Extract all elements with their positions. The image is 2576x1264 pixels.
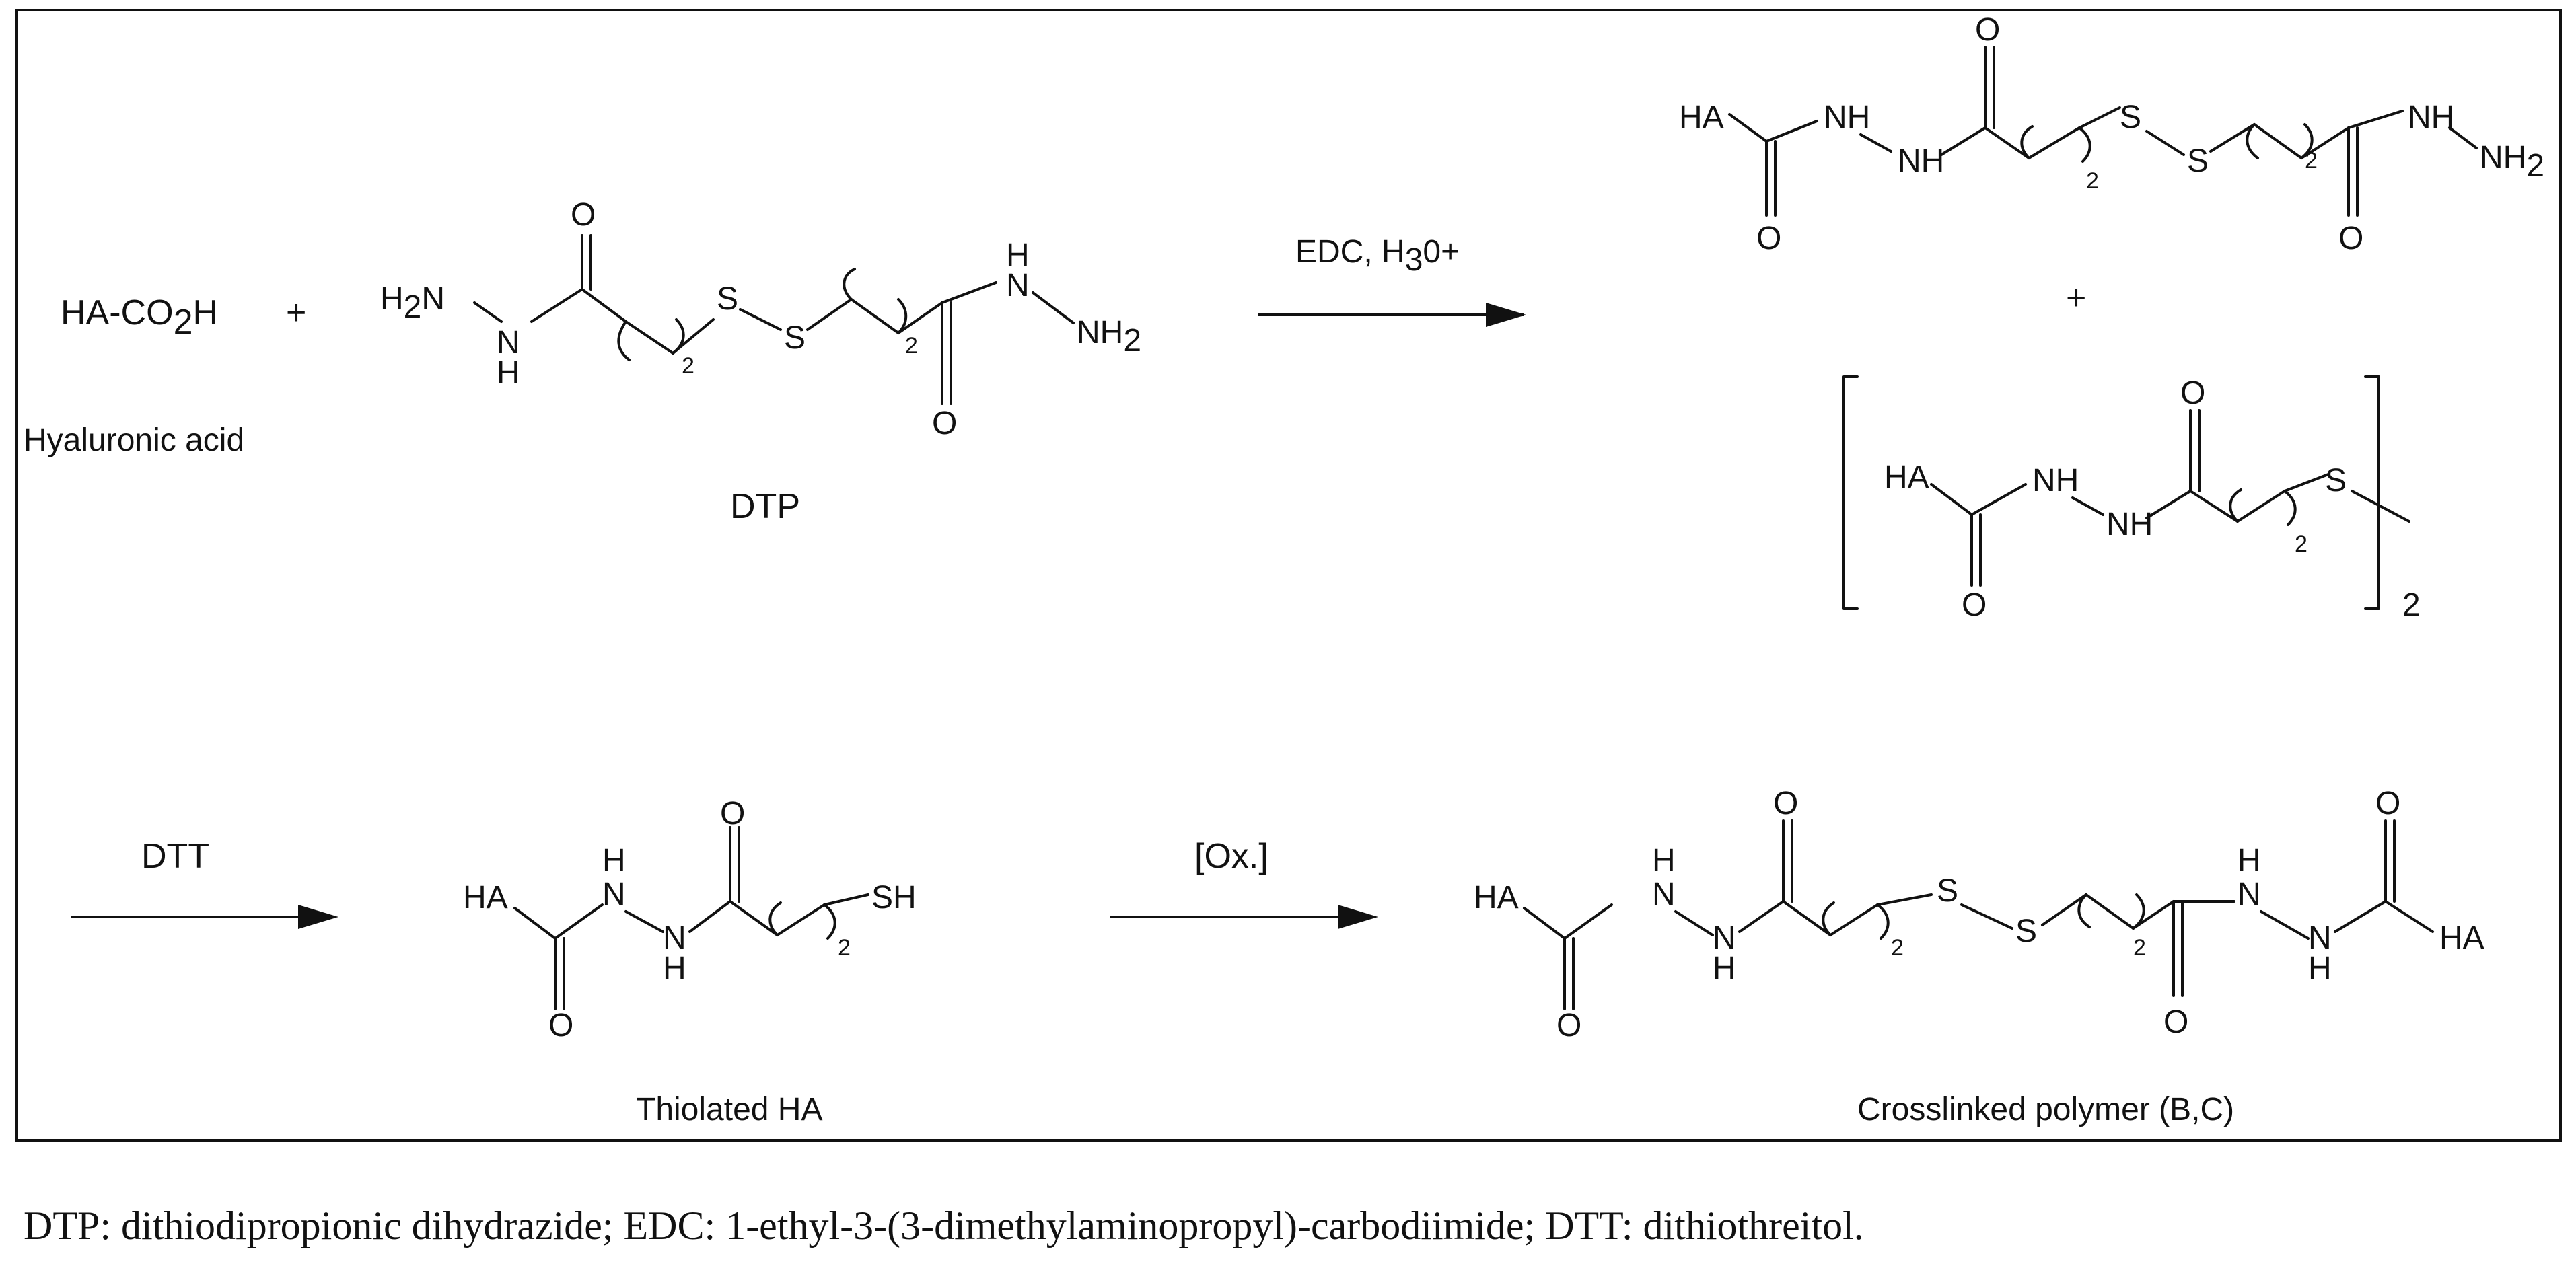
svg-text:N: N: [497, 325, 520, 361]
bracket-multiplier: 2: [2402, 587, 2421, 623]
svg-text:2: 2: [905, 333, 918, 359]
bracketed-hydrazide-product: HA O NH NH O 2 S 2: [1842, 375, 2421, 623]
svg-text:NH2: NH2: [1077, 315, 1141, 359]
svg-text:H: H: [497, 355, 520, 391]
svg-text:S: S: [2325, 463, 2347, 498]
dtp-label: DTP: [730, 487, 800, 526]
svg-text:O: O: [2180, 375, 2205, 411]
hyaluronic-acid-label: Hyaluronic acid: [24, 422, 244, 458]
svg-text:N: N: [1652, 877, 1676, 912]
svg-text:NH: NH: [2032, 463, 2079, 498]
svg-text:H: H: [1713, 951, 1736, 986]
svg-text:HA: HA: [1474, 880, 1519, 916]
svg-text:HA: HA: [1679, 100, 1724, 135]
svg-text:O: O: [932, 406, 957, 441]
thiolated-ha-label: Thiolated HA: [636, 1092, 822, 1127]
svg-text:H: H: [1652, 843, 1676, 879]
svg-text:2: 2: [1891, 935, 1904, 961]
dtt-reagent: DTT: [141, 837, 209, 876]
svg-text:S: S: [717, 281, 738, 317]
svg-text:O: O: [720, 796, 745, 831]
svg-text:O: O: [1962, 587, 1987, 623]
svg-text:O: O: [2163, 1004, 2188, 1040]
crosslinked-polymer-label: Crosslinked polymer (B,C): [1857, 1092, 2234, 1127]
svg-text:HA: HA: [1884, 459, 1929, 495]
svg-text:H: H: [2238, 843, 2261, 879]
svg-text:N: N: [1713, 920, 1736, 956]
svg-text:NH: NH: [2106, 507, 2153, 542]
svg-text:2: 2: [838, 935, 851, 961]
svg-text:O: O: [2375, 786, 2400, 821]
svg-text:O: O: [571, 197, 596, 233]
svg-text:S: S: [1937, 873, 1958, 909]
svg-text:O: O: [2338, 221, 2363, 256]
svg-text:2: 2: [2086, 168, 2099, 194]
svg-text:H: H: [602, 843, 626, 879]
hydrazide-product: HA O NH NH O 2 S S 2 O NH NH2: [1679, 12, 2544, 256]
scheme-frame: [15, 9, 2562, 1142]
svg-text:O: O: [1975, 12, 2000, 48]
svg-text:SH: SH: [871, 880, 917, 916]
thiolated-ha-molecule: HA O H N N H O 2 SH: [463, 796, 917, 1043]
svg-text:HA: HA: [2439, 920, 2484, 956]
scheme-caption: DTP: dithiodipropionic dihydrazide; EDC:…: [24, 1203, 1864, 1248]
svg-text:NH: NH: [1824, 100, 1870, 135]
svg-text:NH: NH: [1898, 143, 1944, 179]
oxidation-reagent: [Ox.]: [1194, 837, 1268, 876]
svg-text:H: H: [663, 951, 686, 986]
svg-text:H: H: [1006, 237, 1030, 273]
svg-text:N: N: [2238, 877, 2261, 912]
svg-text:NH: NH: [2408, 100, 2454, 135]
plus-sign-1: +: [286, 293, 306, 332]
edc-reagent: EDC, H30+: [1295, 234, 1460, 278]
svg-text:S: S: [2015, 914, 2037, 949]
crosslinked-polymer-molecule: HA O H N N H O 2 S S 2 O H N: [1474, 786, 2484, 1043]
svg-text:S: S: [2187, 143, 2209, 179]
svg-text:2: 2: [682, 353, 694, 379]
svg-text:O: O: [548, 1008, 573, 1043]
svg-text:HA: HA: [463, 880, 508, 916]
svg-text:2: 2: [2295, 531, 2307, 557]
ha-formula: HA-CO2H: [61, 293, 218, 342]
svg-text:N: N: [602, 877, 626, 912]
svg-text:O: O: [1557, 1008, 1581, 1043]
svg-text:NH2: NH2: [2480, 140, 2544, 184]
svg-text:H2N: H2N: [380, 281, 445, 325]
svg-text:O: O: [1756, 221, 1781, 256]
svg-text:S: S: [784, 320, 806, 356]
svg-text:N: N: [663, 920, 686, 956]
svg-text:2: 2: [2133, 935, 2146, 961]
dtp-molecule: H2N N H O 2 S S 2 O H N NH2: [380, 197, 1141, 441]
svg-text:O: O: [1773, 786, 1798, 821]
svg-text:N: N: [2308, 920, 2332, 956]
svg-text:S: S: [2120, 100, 2141, 135]
plus-sign-2: +: [2066, 278, 2086, 318]
svg-text:H: H: [2308, 951, 2332, 986]
svg-text:N: N: [1006, 268, 1030, 303]
